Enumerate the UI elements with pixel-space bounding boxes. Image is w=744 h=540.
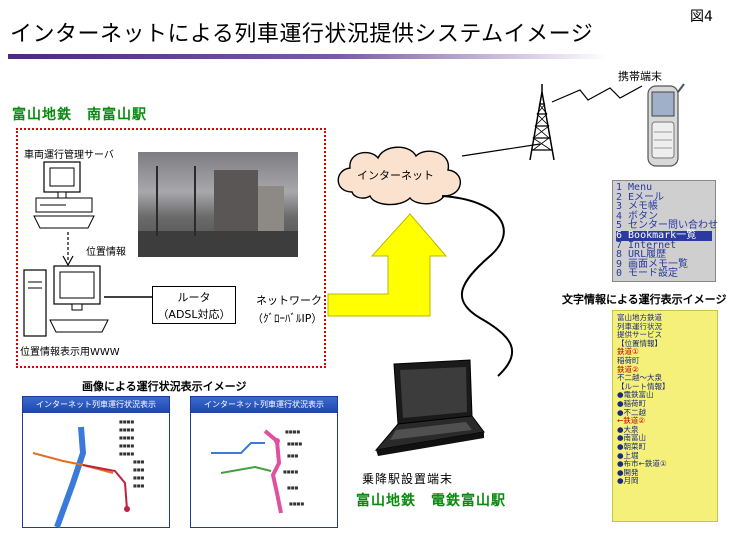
text-line: 【ルート情報】 [617, 381, 670, 391]
display-pc-label: 位置情報表示用WWW [20, 347, 120, 358]
svg-text:■■■■: ■■■■ [119, 435, 134, 440]
svg-text:■■■■: ■■■■ [119, 427, 134, 432]
image-display-caption: 画像による運行状況表示イメージ [82, 380, 247, 393]
computer-icon [33, 161, 95, 229]
route-map-screenshot: インターネット列車運行状況表示 ■■■■■■■■■■■ ■■■■■■■■■■■ [190, 396, 338, 528]
text-line: ●上堀 [617, 450, 639, 460]
text-line: 【位置情報】 [617, 338, 662, 348]
route-map-icon: ■■■■■■■■■■■ ■■■■■■■■■■■ [211, 429, 304, 514]
text-line: ●開発 [617, 467, 639, 477]
text-line: ●布市←鉄道① [617, 459, 667, 469]
text-line: ←鉄道② [617, 416, 646, 426]
svg-text:■■■: ■■■ [287, 453, 299, 458]
text-line: 提供サービス [617, 330, 662, 340]
menu-item: 9 画面メモ一覧 [616, 258, 689, 270]
menu-item: 2 Eメール [616, 191, 665, 203]
route-map-icon: ■■■■■■■■■■■■ ■■■■■■■■■■■ ■■■■■■■■■ [32, 419, 145, 529]
text-line: 鉄道① [617, 347, 639, 357]
figure-number: 図4 [690, 9, 713, 25]
screenshot-title-bar: インターネット列車運行状況表示 [23, 397, 169, 413]
menu-item-selected: 6 Bookmark一覧 [616, 231, 712, 241]
text-line: 列車運行状況 [617, 321, 662, 331]
mobile-terminal-label: 携帯端末 [618, 70, 662, 83]
menu-item: 3 メモ帳 [616, 201, 659, 213]
global-ip-label: （ｸﾞﾛｰﾊﾞﾙIP） [252, 312, 323, 325]
text-info-panel: 富山地方鉄道 列車運行状況 提供サービス 【位置情報】 鉄道① 稲荷町 鉄道② … [612, 310, 718, 522]
station-photo [138, 152, 298, 257]
laptop-icon [374, 359, 485, 456]
menu-item: 0 モード設定 [616, 268, 679, 280]
server-label: 車両運行管理サーバ [24, 150, 114, 161]
network-cable [441, 195, 514, 377]
cloud-icon [337, 146, 461, 206]
antenna-tower-icon [529, 84, 555, 161]
router-adsl-label: （ADSL対応） [157, 308, 231, 321]
svg-text:■■■: ■■■ [133, 475, 145, 480]
text-line: ●朝菜町 [617, 441, 647, 451]
page-title: インターネットによる列車運行状況提供システムイメージ [10, 22, 594, 47]
text-display-caption: 文字情報による運行表示イメージ [562, 293, 727, 306]
svg-text:■■■: ■■■ [133, 459, 145, 464]
svg-text:■■■: ■■■ [287, 485, 299, 490]
svg-text:■■■■: ■■■■ [289, 501, 304, 506]
menu-item: 5 センター問い合わせ [616, 220, 719, 232]
menu-item: 4 ボタン [616, 210, 659, 222]
station-equipment-box [16, 128, 326, 368]
upload-arrow [327, 213, 448, 317]
text-line: ●南富山 [617, 433, 647, 443]
text-line: ●月岡 [617, 476, 639, 486]
wireless-link [461, 85, 643, 157]
menu-item: 7 Internet [616, 239, 677, 251]
text-line: ●稲荷町 [617, 398, 647, 408]
mobile-phone-icon [647, 83, 685, 167]
mobile-menu-screen: 1 Menu 2 Eメール 3 メモ帳 4 ボタン 5 センター問い合わせ 6 … [612, 180, 719, 282]
svg-text:■■■■: ■■■■ [287, 441, 302, 446]
svg-text:■■■■: ■■■■ [119, 451, 134, 456]
text-line: 不二越～大泉 [617, 373, 662, 383]
router-label: ルータ [177, 291, 211, 304]
svg-text:■■■■: ■■■■ [283, 469, 298, 474]
svg-text:■■■■: ■■■■ [119, 419, 134, 424]
title-rule [8, 54, 608, 59]
svg-text:■■■: ■■■ [133, 467, 145, 472]
computer-icon [23, 265, 109, 337]
text-line: ●不二越 [617, 407, 647, 417]
svg-text:■■■■: ■■■■ [119, 443, 134, 448]
station-label-dentetsu-toyama: 富山地鉄 電鉄富山駅 [356, 493, 506, 509]
internet-label: インターネット [357, 169, 434, 182]
menu-item: 8 URL履歴 [616, 249, 667, 261]
router-box: ルータ （ADSL対応） [152, 286, 236, 324]
svg-text:■■■■: ■■■■ [285, 429, 300, 434]
station-label-minami-toyama: 富山地鉄 南富山駅 [12, 107, 147, 123]
position-flow-arrow [62, 232, 74, 267]
text-line: 富山地方鉄道 [617, 313, 662, 322]
svg-text:■■■: ■■■ [133, 483, 145, 488]
screenshot-title-bar: インターネット列車運行状況表示 [191, 397, 337, 413]
route-map-screenshot: インターネット列車運行状況表示 ■■■■■■■■■■■■ ■■■■■■■■■■■… [22, 396, 170, 529]
text-line: ●電鉄富山 [617, 390, 654, 400]
lan-cable [104, 296, 152, 298]
station-terminal-label: 乗降駅設置端末 [362, 472, 454, 486]
text-line: 鉄道② [617, 364, 639, 374]
menu-item: 1 Menu [616, 182, 653, 193]
text-line: 稲荷町 [617, 355, 640, 365]
network-label: ネットワーク [256, 294, 322, 307]
text-line: ●大泉 [617, 424, 639, 434]
position-info-label: 位置情報 [86, 247, 126, 258]
